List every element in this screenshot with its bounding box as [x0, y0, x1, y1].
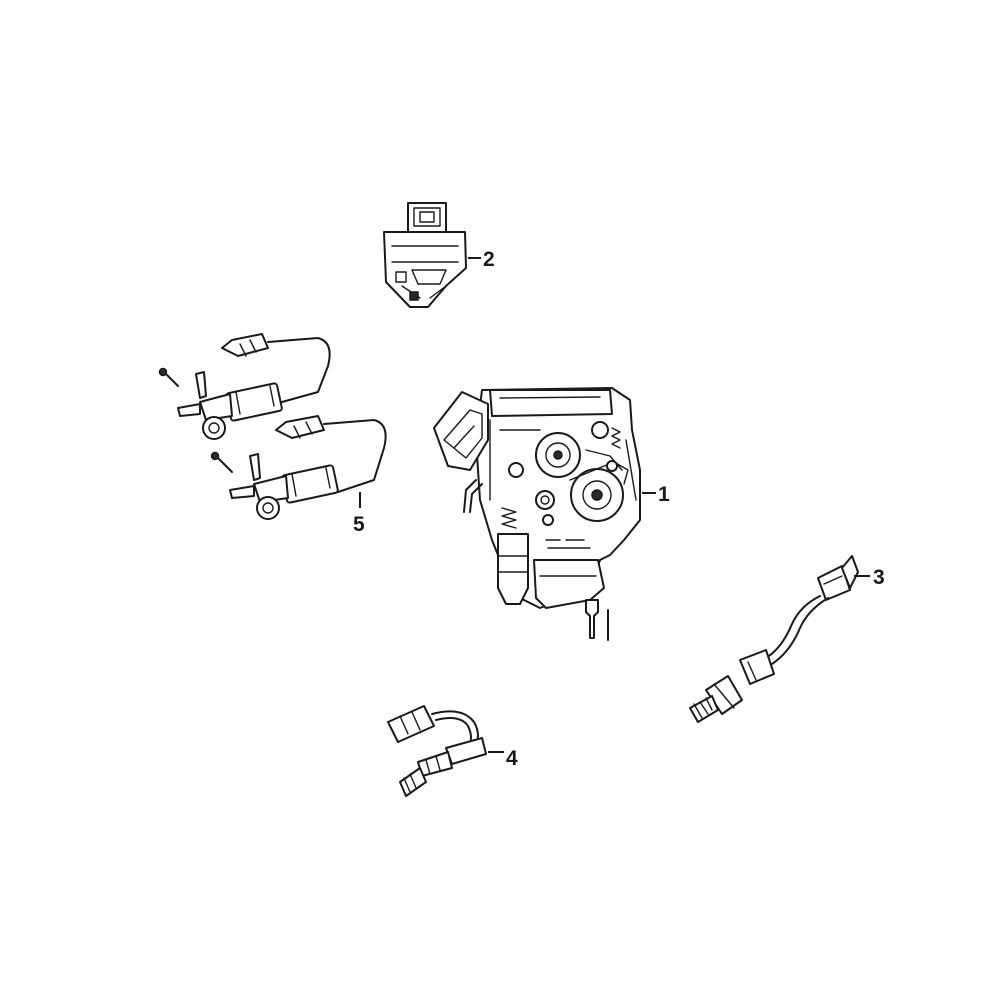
callout-number: 3 — [873, 566, 885, 589]
injector-upper — [158, 333, 331, 440]
injector-lower — [210, 415, 387, 520]
oxygen-sensor-icon[interactable] — [387, 705, 487, 797]
relay-icon[interactable] — [383, 202, 467, 308]
temperature-sensor-icon[interactable] — [689, 555, 859, 723]
fuel-injector-icon[interactable] — [158, 333, 387, 520]
callout-number: 4 — [506, 747, 518, 770]
callout-number: 2 — [483, 248, 495, 271]
callout-number: 1 — [658, 483, 670, 506]
throttle-body-assembly-icon[interactable] — [433, 387, 641, 641]
callout-number: 5 — [353, 513, 365, 536]
